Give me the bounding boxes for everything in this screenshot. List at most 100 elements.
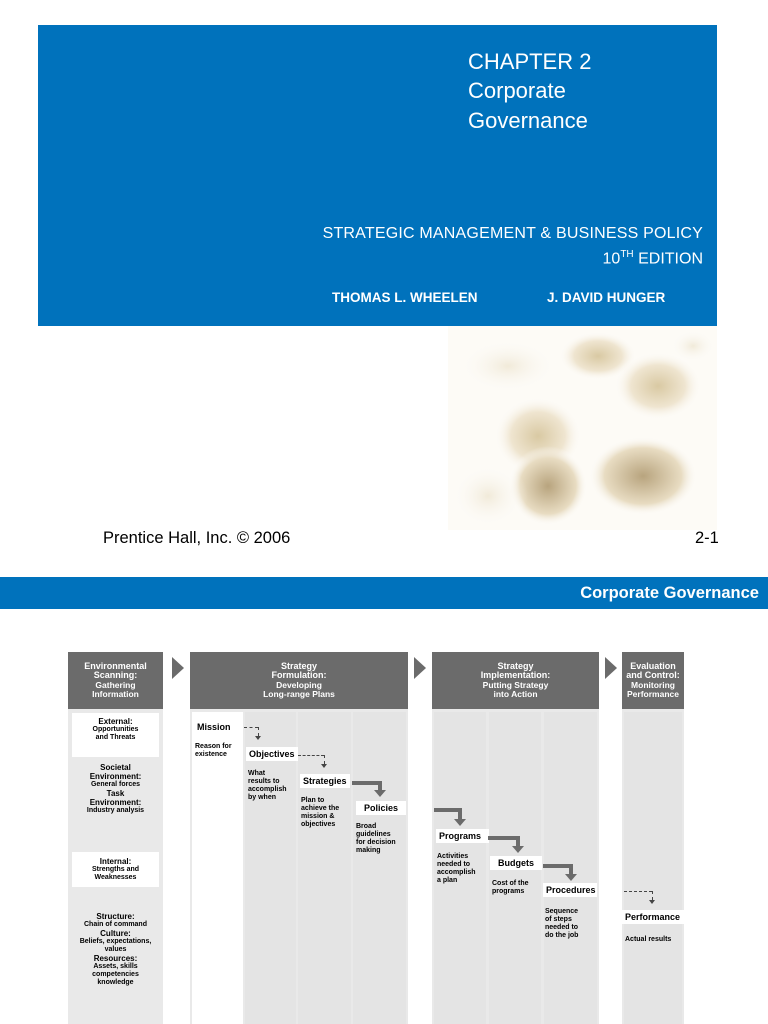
policies-desc-4: making [356,847,381,854]
stage-arrow-1 [172,657,184,679]
policies-desc-2: guidelines [356,831,391,838]
societal-title-2: Environment: [89,772,142,781]
implementation-head-line4: into Action [493,689,538,699]
policies-to-programs-arrow-v [458,808,462,820]
scanning-head-line1: Environmental [84,660,147,671]
budgets-desc-2: programs [492,888,525,895]
external-sub2: and Threats [95,734,136,741]
internal-details: Structure: Chain of command Culture: Bel… [72,890,159,1018]
mission-desc: Reason for existence [195,743,232,759]
programs-column [434,712,486,1024]
strategies-desc-1: Plan to [301,797,325,804]
strategies-arrow-tip [374,790,386,797]
external-details: Societal Environment: General forces Tas… [72,757,159,837]
procedures-desc-1: Sequence [545,908,579,915]
implementation-head-line2: Implementation: [480,670,551,680]
culture-sub1: Beliefs, expectations, [79,938,152,945]
performance-desc-1: Actual results [625,936,672,943]
mission-label: Mission [194,720,234,734]
strategies-desc-2: achieve the [301,805,340,812]
policies-label: Policies [356,801,406,815]
objectives-connector-down [324,755,325,764]
objectives-desc-2: results to [248,778,280,785]
formulation-head-line1: Strategy [280,660,317,671]
programs-desc-4: a plan [437,877,458,884]
programs-desc-2: needed to [437,861,471,868]
formulation-head-line3: Developing [276,679,322,690]
mission-desc-2: existence [195,751,227,758]
formulation-heading: Strategy Formulation: Developing Long-ra… [190,652,408,709]
strategies-arrow-v [378,781,382,791]
policies-desc: Broad guidelines for decision making [356,823,396,855]
author-wheelen: THOMAS L. WHEELEN [332,290,478,305]
scanning-head-line4: Information [92,689,139,699]
chess-pieces-image [448,326,717,530]
stage-arrow-2 [414,657,426,679]
strategies-desc-3: mission & [301,813,335,820]
structure-sub: Chain of command [83,921,147,928]
strategies-desc-4: objectives [301,821,336,828]
resources-sub3: knowledge [97,979,134,986]
procedures-label: Procedures [543,883,597,897]
objectives-connector [298,755,324,756]
performance-column [624,712,682,1024]
resources-sub2: competencies [92,971,139,978]
objectives-column [245,712,296,1024]
performance-connector-tip [649,900,655,904]
title-band: CHAPTER 2 Corporate Governance STRATEGIC… [38,25,717,326]
implementation-panel: Strategy Implementation: Putting Strateg… [432,652,599,1024]
edition-number: 10 [602,250,621,268]
societal-title-1: Societal [100,763,131,772]
implementation-heading: Strategy Implementation: Putting Strateg… [432,652,599,709]
strategies-desc: Plan to achieve the mission & objectives [301,797,339,829]
implementation-head-line3: Putting Strategy [482,679,549,690]
performance-desc: Actual results [625,936,671,944]
task-sub: Industry analysis [86,807,145,814]
edition: 10TH EDITION [603,249,703,268]
internal-box: Internal: Strengths and Weaknesses [72,852,159,887]
internal-sub2: Weaknesses [94,874,137,881]
budgets-label: Budgets [490,856,542,870]
policies-desc-3: for decision [356,839,396,846]
resources-sub1: Assets, skills [93,963,138,970]
evaluation-head-line1: Evaluation [630,660,676,671]
programs-arrow-v [516,836,520,847]
policies-to-programs-arrow-tip [454,819,466,826]
programs-label: Programs [436,829,489,843]
slide-number: 2-1 [695,529,719,547]
internal-title: Internal: [99,857,132,866]
objectives-desc-4: by when [248,794,277,801]
objectives-connector-tip [321,764,327,768]
mission-connector [244,727,258,728]
objectives-desc-1: What [248,770,266,777]
mission-connector-tip [255,736,261,740]
policies-to-programs-arrow-h [434,808,462,812]
scanning-head-line2: Scanning: [93,670,138,680]
chapter-title-line1: Corporate [468,78,566,103]
programs-arrow-h [488,836,520,840]
author-hunger: J. DAVID HUNGER [547,290,666,305]
implementation-head-line1: Strategy [497,660,534,671]
external-sub1: Opportunities [92,726,139,733]
performance-label: Performance [622,910,684,924]
mission-column [192,712,243,1024]
policies-desc-1: Broad [356,823,377,830]
stage-arrow-3 [605,657,617,679]
book-title: STRATEGIC MANAGEMENT & BUSINESS POLICY [322,225,703,242]
budgets-arrow-h [543,864,573,868]
formulation-panel: Strategy Formulation: Developing Long-ra… [190,652,408,1024]
evaluation-heading: Evaluation and Control: Monitoring Perfo… [622,652,684,709]
evaluation-panel: Evaluation and Control: Monitoring Perfo… [622,652,684,1024]
chapter-title-line2: Governance [468,108,588,133]
formulation-head-line4: Long-range Plans [263,689,335,699]
objectives-desc: What results to accomplish by when [248,770,287,802]
edition-suffix: TH [620,249,634,260]
publisher-copyright: Prentice Hall, Inc. © 2006 [103,529,291,547]
procedures-desc-3: needed to [545,924,579,931]
budgets-desc: Cost of the programs [492,880,529,896]
scanning-panel: Environmental Scanning: Gathering Inform… [68,652,163,1024]
chapter-number: CHAPTER 2 [468,49,592,74]
slide-header-bar: Corporate Governance [0,577,768,609]
task-title-1: Task [106,789,125,798]
slide-header-title: Corporate Governance [580,584,759,602]
